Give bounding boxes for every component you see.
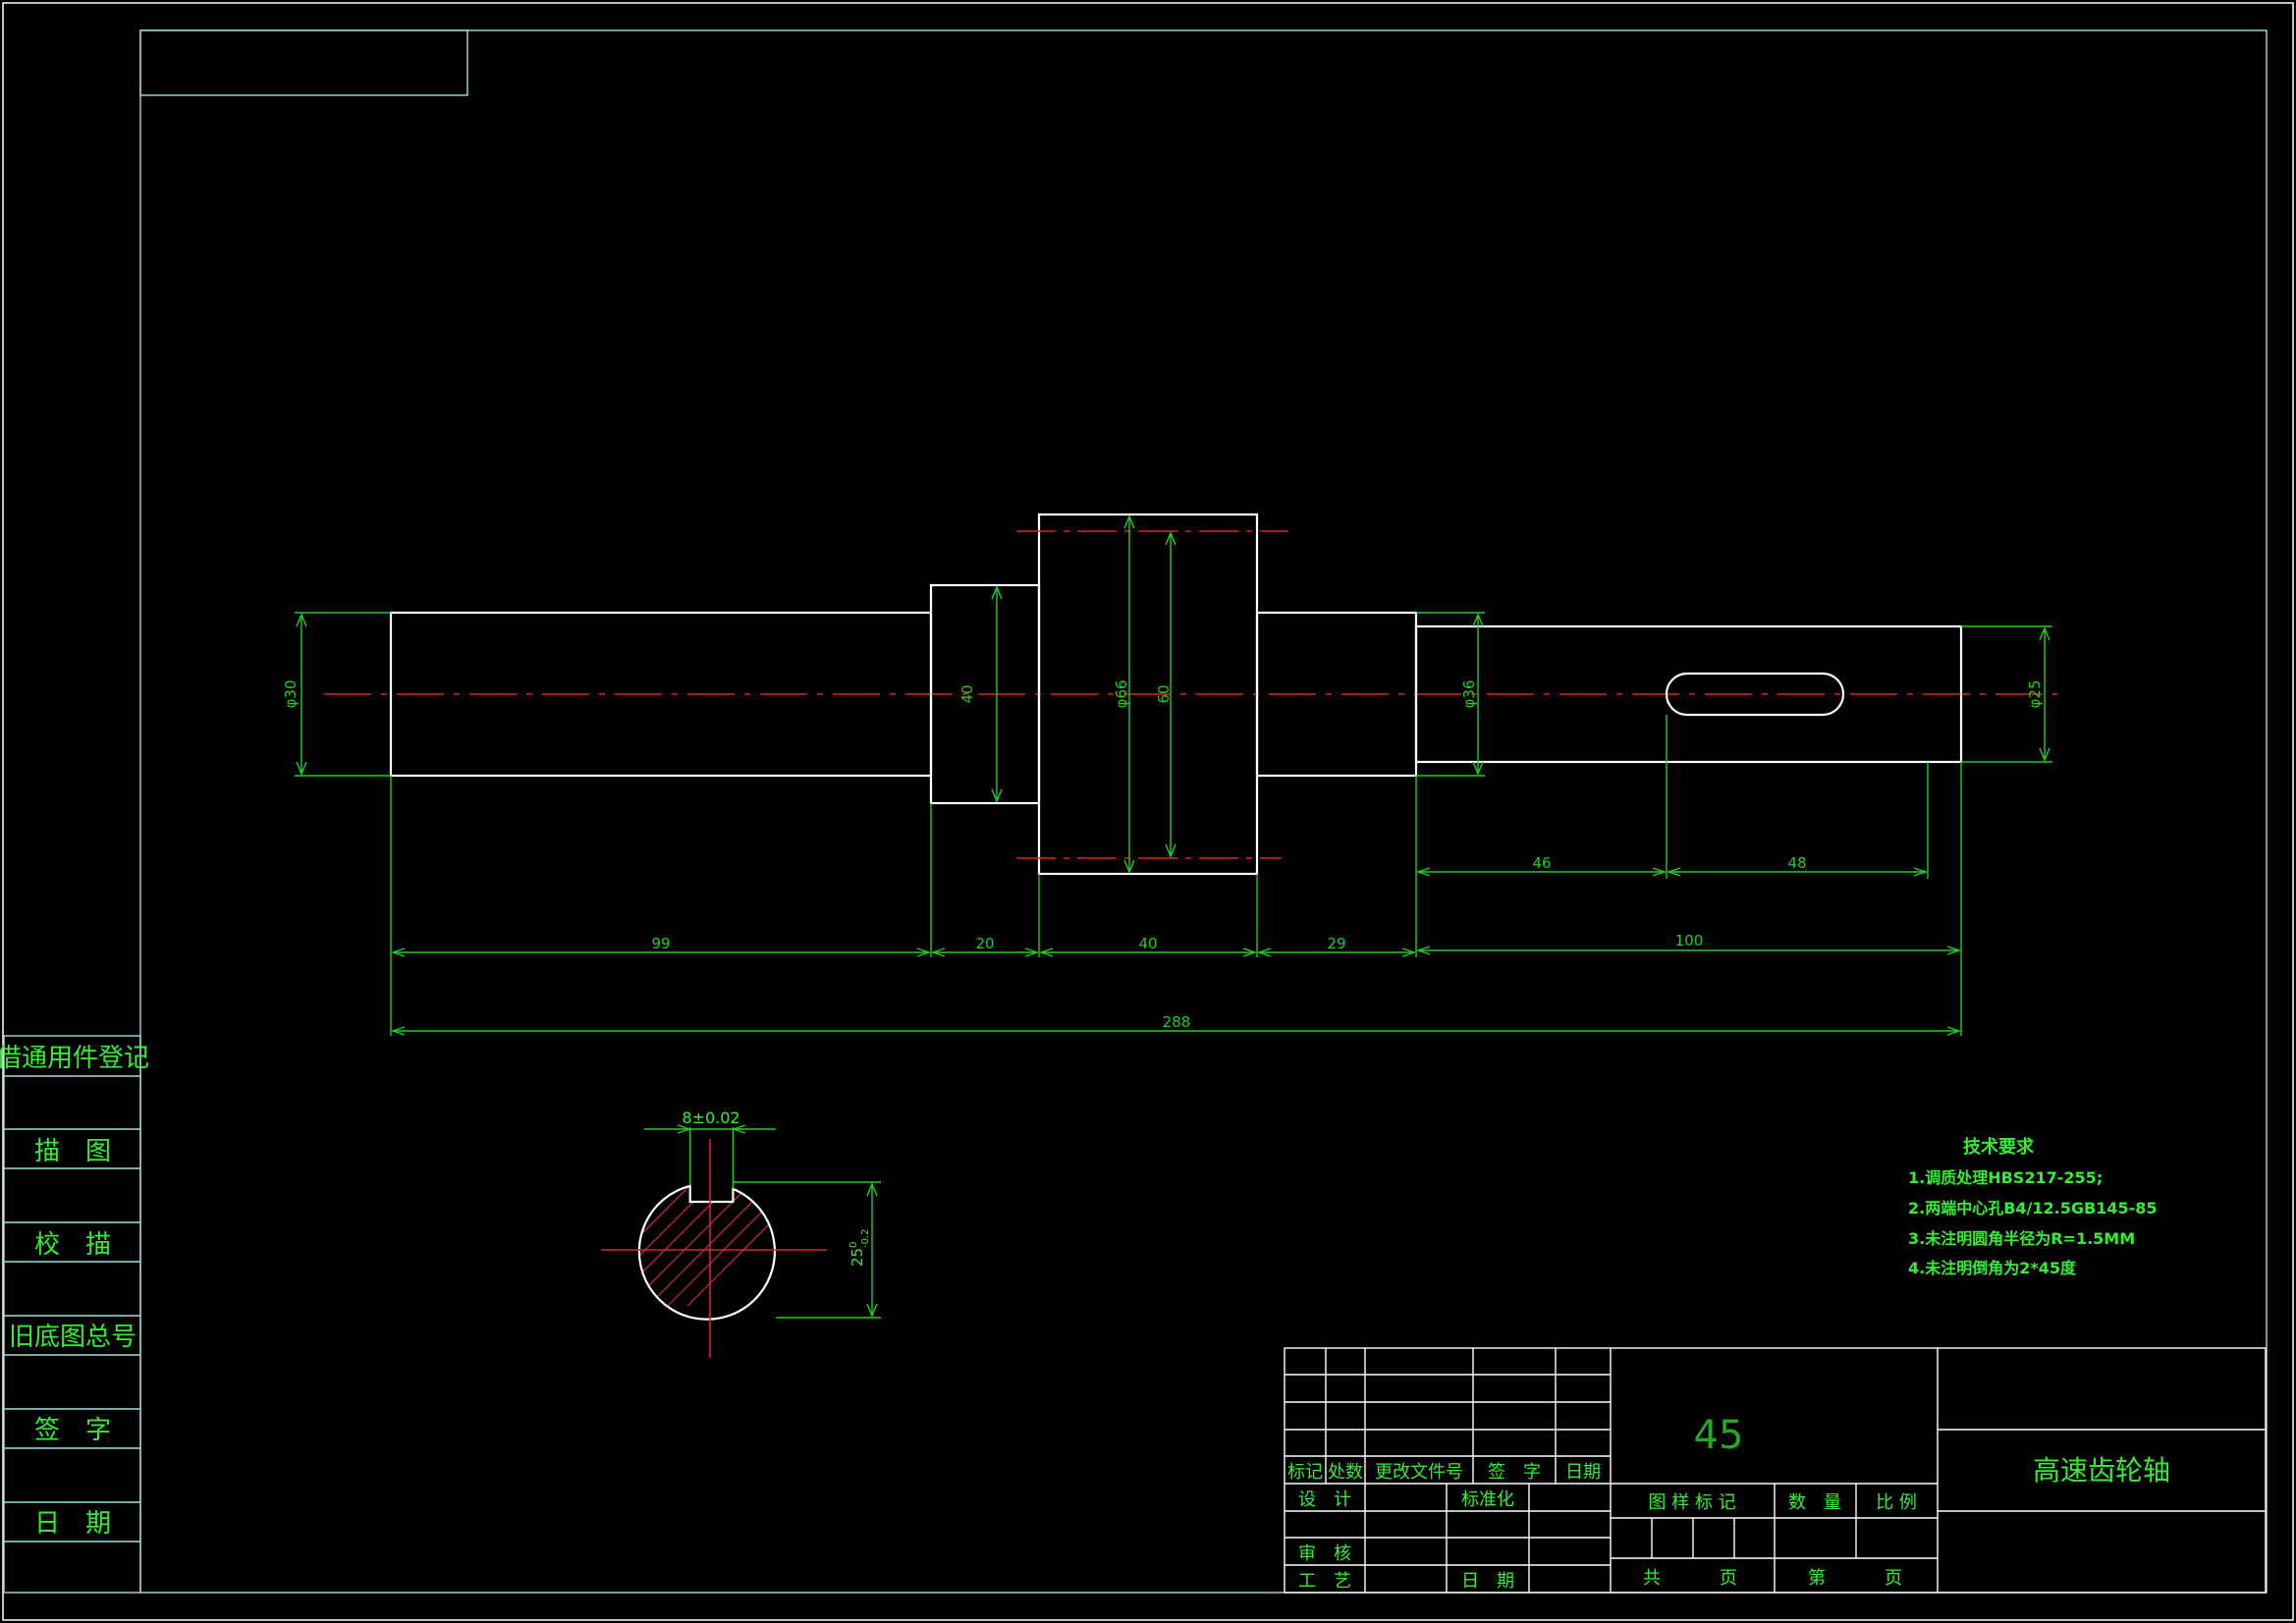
dim-99: 99 <box>651 935 670 952</box>
dim-46: 46 <box>1532 854 1551 872</box>
label-total: 共 <box>1643 1568 1661 1589</box>
rev-header-count: 处数 <box>1328 1462 1363 1483</box>
tech-item-1: 1.调质处理HBS217-255; <box>1908 1168 2103 1187</box>
section-outline <box>637 1184 777 1321</box>
dim-40-dia: 40 <box>958 684 976 703</box>
label-design: 设 计 <box>1298 1489 1351 1510</box>
side-item-5: 签 字 <box>34 1416 111 1445</box>
top-left-box <box>139 29 468 96</box>
title-block: 标记 处数 更改文件号 签 字 日期 设 计 标准化 审 核 工 艺 日 期 图… <box>1284 1347 2267 1594</box>
side-item-1: 借通用件登记 <box>0 1044 149 1073</box>
side-item-2: 描 图 <box>34 1137 111 1166</box>
tech-item-2: 2.两端中心孔B4/12.5GB145-85 <box>1908 1199 2158 1217</box>
tech-item-4: 4.未注明倒角为2*45度 <box>1908 1259 2077 1277</box>
label-scale: 比 例 <box>1876 1492 1917 1513</box>
label-sheet-no: 第 <box>1808 1568 1826 1589</box>
dim-dia-66: φ66 <box>1113 680 1130 709</box>
side-panel-frame <box>3 1035 141 1594</box>
dim-20: 20 <box>975 935 994 952</box>
dim-60: 60 <box>1155 684 1173 703</box>
key-width-dim: 8±0.02 <box>682 1109 739 1127</box>
rev-header-sign: 签 字 <box>1488 1462 1541 1483</box>
dimensions: φ30 40 φ66 60 φ36 φ25 <box>282 514 2052 1036</box>
rev-header-date: 日期 <box>1565 1462 1601 1483</box>
tech-requirements: 技术要求 1.调质处理HBS217-255; 2.两端中心孔B4/12.5GB1… <box>1908 1136 2158 1277</box>
label-quantity: 数 量 <box>1788 1492 1841 1513</box>
shaft-section-5 <box>1414 624 1963 764</box>
label-page: 页 <box>1720 1568 1737 1589</box>
label-date: 日 期 <box>1461 1571 1514 1592</box>
depth-tol-lower: -0.2 <box>860 1228 871 1248</box>
part-name: 高速齿轮轴 <box>2033 1454 2170 1487</box>
tech-title: 技术要求 <box>1963 1136 2035 1158</box>
side-item-3: 校 描 <box>34 1230 111 1260</box>
dim-48: 48 <box>1787 854 1806 872</box>
depth-dim: 25 <box>848 1248 866 1267</box>
dim-40-len: 40 <box>1138 935 1157 952</box>
rev-header-doc: 更改文件号 <box>1375 1462 1463 1483</box>
side-item-6: 日 期 <box>34 1509 111 1539</box>
label-review: 审 核 <box>1298 1543 1351 1564</box>
depth-tol-upper: 0 <box>848 1242 859 1248</box>
dim-288: 288 <box>1163 1013 1191 1031</box>
tech-item-3: 3.未注明圆角半径为R=1.5MM <box>1908 1229 2135 1248</box>
material-value: 45 <box>1694 1413 1744 1458</box>
section-hatch <box>638 1185 775 1307</box>
dim-100: 100 <box>1675 932 1704 949</box>
shaft-main-view <box>324 513 2057 876</box>
side-panel: 借通用件登记 描 图 校 描 旧底图总号 签 字 日 期 <box>0 1035 149 1594</box>
label-drawing-mark: 图 样 标 记 <box>1648 1492 1735 1513</box>
rev-header-mark: 标记 <box>1287 1462 1323 1483</box>
inner-frame <box>139 29 2268 1594</box>
dim-dia-25: φ25 <box>2026 680 2044 709</box>
label-process: 工 艺 <box>1298 1571 1351 1592</box>
dim-dia-left: φ30 <box>282 680 300 709</box>
dim-dia-36: φ36 <box>1460 680 1478 709</box>
dim-29: 29 <box>1327 935 1345 952</box>
label-standardize: 标准化 <box>1461 1489 1514 1510</box>
side-item-4: 旧底图总号 <box>9 1323 137 1352</box>
label-page2: 页 <box>1885 1568 1902 1589</box>
section-view: 8±0.02 25 0 -0.2 <box>601 1109 881 1358</box>
keyway-slot <box>1665 672 1845 717</box>
